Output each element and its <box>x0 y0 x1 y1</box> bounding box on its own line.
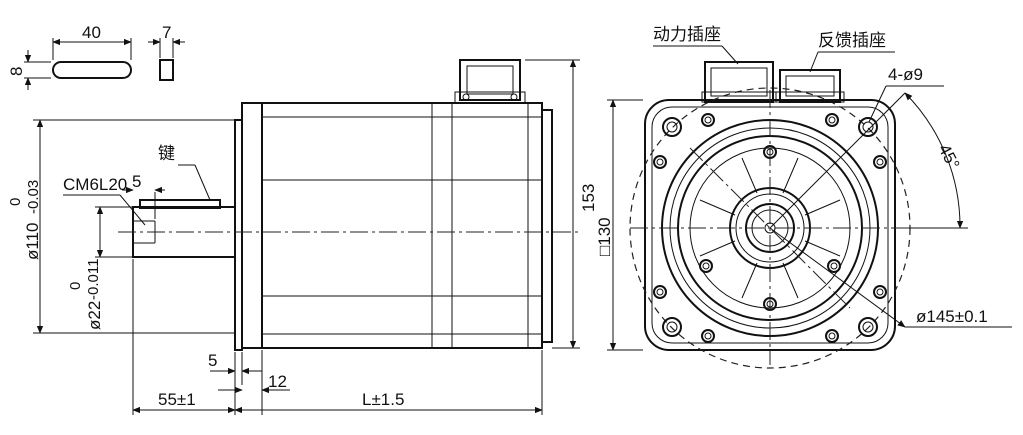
shaft-dia-tol-lower: -0.011 <box>85 259 102 300</box>
thread-depth-dim: 5 <box>132 172 141 191</box>
key-end-view <box>159 59 174 81</box>
key-label: 键 <box>158 144 175 163</box>
shaft-dia-tol-upper: 0 <box>67 282 84 290</box>
pilot-depth-dim: 5 <box>208 351 217 370</box>
key-width-dim: 7 <box>162 23 171 42</box>
body-length-dim: L±1.5 <box>362 390 404 409</box>
shaft-key <box>139 199 221 209</box>
feedback-connector-label: 反馈插座 <box>818 31 886 50</box>
front-view: 动力插座 反馈插座 4-ø9 45° □130 ø145±0.1 <box>595 25 1012 369</box>
feedback-connector <box>779 69 841 103</box>
key-length-dim: 40 <box>82 23 101 42</box>
mount-holes <box>662 117 878 337</box>
square-flange <box>644 99 896 351</box>
screws <box>653 113 887 343</box>
square-size-label: □130 <box>595 217 614 256</box>
shaft-length-dim: 55±1 <box>158 390 196 409</box>
shaft-dia-main: ø22 <box>85 301 104 330</box>
rear-cap <box>541 109 553 343</box>
top-connector <box>459 59 521 101</box>
flange-dia-main: ø110 <box>23 223 42 261</box>
thread-label: CM6L20 <box>63 175 127 194</box>
side-view: 键 CM6L20 5 ø110 0 -0.03 ø22 0 -0.011 153 <box>7 59 598 415</box>
key-detail: 40 7 8 <box>7 23 185 90</box>
bolt-circle-label: ø145±0.1 <box>916 307 988 326</box>
motor-body <box>261 102 543 349</box>
flange-dia-tol-lower: -0.03 <box>25 180 42 214</box>
height-dim: 153 <box>579 184 598 212</box>
key-top-view <box>52 61 132 79</box>
power-connector-label: 动力插座 <box>653 25 721 44</box>
flange <box>241 102 263 349</box>
angle-label: 45° <box>934 141 963 173</box>
mount-holes-label: 4-ø9 <box>888 65 923 84</box>
flange-dia-tol-upper: 0 <box>7 198 24 206</box>
flange-thickness-dim: 12 <box>268 372 287 391</box>
flange-pilot <box>234 119 243 351</box>
key-height-dim: 8 <box>7 67 26 76</box>
